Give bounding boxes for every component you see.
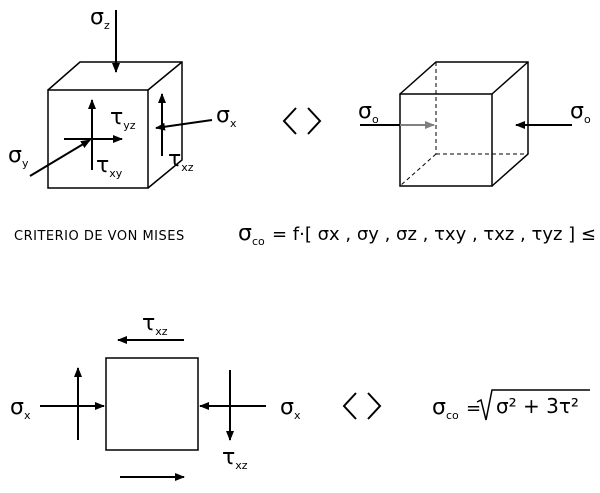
front-shear-arrows xyxy=(64,99,123,170)
left-face-arrows xyxy=(40,367,105,440)
sigma-x-label: σx xyxy=(216,103,237,130)
formula-equals: = xyxy=(466,398,481,419)
hidden-edges xyxy=(399,62,528,187)
criterion-label: CRITERIO DE VON MISES xyxy=(14,229,185,244)
stressed-cube xyxy=(47,61,183,189)
sigma-x-left-label: σx xyxy=(10,395,31,422)
tau-right-label: τxz xyxy=(222,445,248,472)
tau-xy-label: τxy xyxy=(96,153,123,180)
tau-top-label: τxz xyxy=(142,311,168,338)
equivalence-symbol-bottom xyxy=(342,392,382,420)
formula-radicand: σ² + 3τ² xyxy=(496,394,579,418)
right-face-arrows xyxy=(199,370,266,441)
criterion-lhs: σco xyxy=(238,221,265,248)
sqrt-symbol xyxy=(476,389,590,421)
tau-yz-label: τyz xyxy=(110,105,136,132)
sigma-x-arrow xyxy=(155,119,213,131)
sigma-y-label: σy xyxy=(8,143,29,170)
formula-lhs: σco xyxy=(432,395,459,422)
sigma-o-right-label: σo xyxy=(570,99,591,126)
equivalence-symbol-top xyxy=(282,107,322,135)
tau-xz-label: τxz xyxy=(168,147,194,174)
sigma-z-label: σz xyxy=(90,5,110,32)
criterion-rhs: = f·[ σx , σy , σz , τxy , τxz , τyz ] ≤… xyxy=(272,224,600,245)
sigma-x-right-label: σx xyxy=(280,395,301,422)
sigma-y-arrow xyxy=(29,139,91,177)
plane-element xyxy=(105,357,199,451)
equivalent-cube xyxy=(399,61,529,187)
sigma-o-left-label: σo xyxy=(358,99,379,126)
